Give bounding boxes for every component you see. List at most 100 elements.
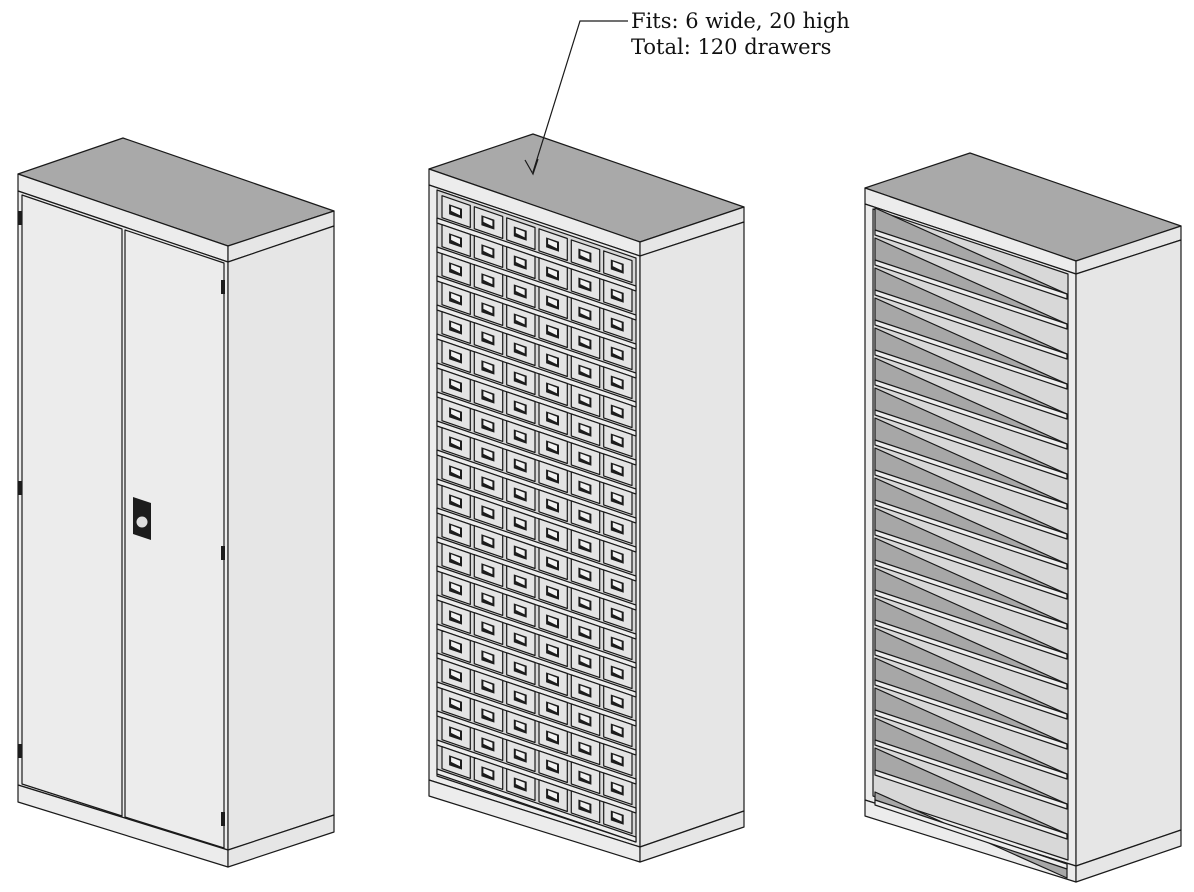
drawer[interactable] [473,206,504,239]
drawer[interactable] [570,703,601,737]
drawer[interactable] [570,471,601,505]
drawer[interactable] [603,656,633,690]
drawer[interactable] [603,424,633,458]
drawer[interactable] [441,253,471,286]
drawer[interactable] [506,652,536,686]
drawer[interactable] [506,478,536,512]
drawer[interactable] [603,395,633,429]
drawer[interactable] [603,772,633,806]
drawer[interactable] [570,413,601,447]
drawer[interactable] [570,558,601,592]
drawer[interactable] [570,761,601,795]
drawer[interactable] [570,326,601,360]
drawer[interactable] [473,438,504,471]
drawer[interactable] [473,380,504,413]
drawer[interactable] [441,746,471,780]
drawer[interactable] [441,369,471,402]
drawer[interactable] [603,453,633,487]
drawer[interactable] [473,641,504,675]
drawer[interactable] [538,721,568,755]
drawer[interactable] [538,605,568,639]
drawer[interactable] [603,511,633,545]
drawer[interactable] [506,594,536,628]
drawer[interactable] [506,768,536,802]
drawer[interactable] [538,228,568,262]
drawer[interactable] [506,362,536,396]
drawer[interactable] [538,750,568,784]
drawer[interactable] [473,670,504,704]
drawer[interactable] [570,645,601,679]
drawer[interactable] [506,391,536,425]
drawer[interactable] [570,790,601,824]
drawer[interactable] [570,239,601,273]
drawer[interactable] [570,732,601,766]
drawer[interactable] [441,717,471,751]
drawer[interactable] [538,692,568,726]
drawer[interactable] [506,623,536,657]
drawer[interactable] [570,674,601,708]
drawer[interactable] [570,500,601,534]
drawer[interactable] [603,743,633,777]
drawer[interactable] [506,333,536,367]
drawer[interactable] [506,217,536,251]
drawer[interactable] [441,311,471,344]
drawer[interactable] [603,482,633,516]
drawer[interactable] [603,250,633,284]
drawer[interactable] [441,543,471,577]
drawer[interactable] [473,467,504,500]
drawer[interactable] [473,728,504,762]
drawer[interactable] [506,449,536,483]
drawer[interactable] [570,587,601,621]
drawer[interactable] [506,739,536,773]
drawer[interactable] [538,489,568,523]
drawer[interactable] [538,402,568,436]
drawer[interactable] [570,297,601,331]
drawer[interactable] [441,572,471,606]
drawer[interactable] [441,659,471,693]
drawer[interactable] [473,612,504,646]
drawer[interactable] [538,460,568,494]
drawer[interactable] [441,630,471,664]
drawer[interactable] [441,195,471,228]
drawer[interactable] [506,565,536,599]
drawer[interactable] [506,536,536,570]
drawer[interactable] [506,507,536,541]
drawer[interactable] [473,409,504,442]
drawer[interactable] [538,257,568,291]
drawer[interactable] [473,235,504,268]
drawer[interactable] [603,308,633,342]
drawer[interactable] [538,315,568,349]
drawer[interactable] [603,279,633,313]
drawer[interactable] [473,583,504,617]
drawer[interactable] [473,351,504,384]
drawer[interactable] [441,485,471,519]
drawer[interactable] [441,688,471,722]
drawer[interactable] [603,685,633,719]
drawer[interactable] [538,344,568,378]
drawer[interactable] [603,801,633,835]
drawer[interactable] [506,304,536,338]
drawer[interactable] [473,554,504,588]
drawer[interactable] [473,525,504,559]
drawer[interactable] [603,627,633,661]
drawer[interactable] [441,427,471,460]
drawer[interactable] [441,224,471,257]
drawer[interactable] [603,337,633,371]
drawer[interactable] [473,757,504,791]
drawer[interactable] [473,496,504,530]
drawer[interactable] [603,569,633,603]
drawer[interactable] [603,540,633,574]
drawer[interactable] [570,616,601,650]
drawer[interactable] [603,366,633,400]
drawer[interactable] [441,340,471,373]
drawer[interactable] [441,398,471,431]
drawer[interactable] [538,634,568,668]
drawer[interactable] [570,442,601,476]
drawer[interactable] [538,286,568,320]
drawer[interactable] [473,322,504,355]
drawer[interactable] [441,456,471,489]
drawer[interactable] [538,779,568,813]
drawer[interactable] [538,518,568,552]
drawer[interactable] [603,714,633,748]
drawer[interactable] [538,431,568,465]
